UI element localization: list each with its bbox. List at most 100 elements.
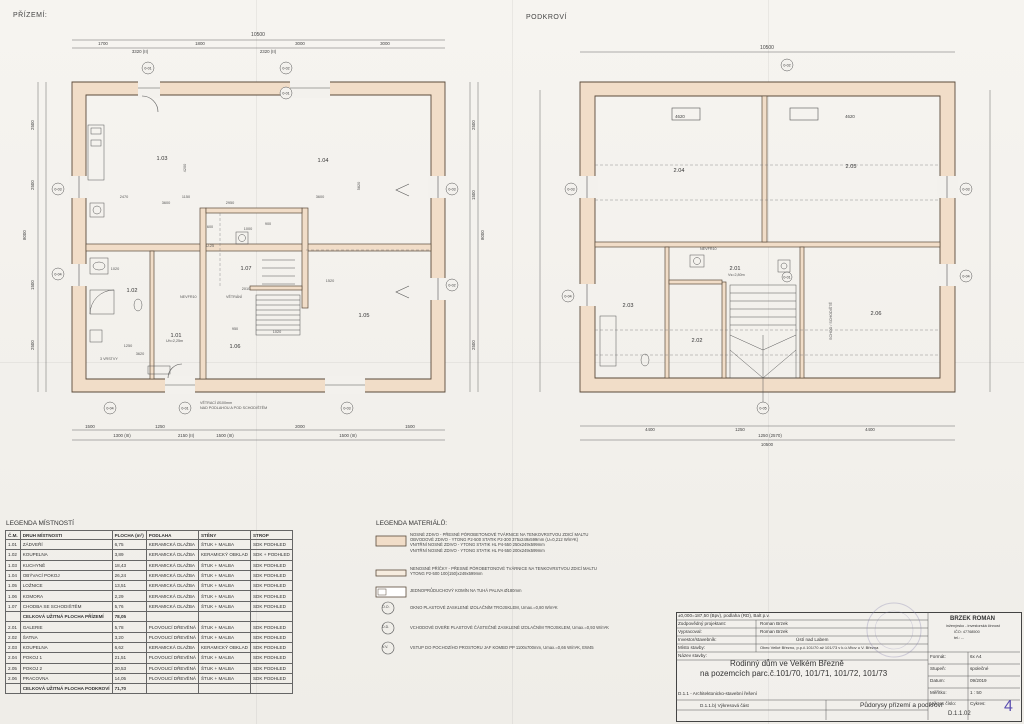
- ground-dimension-lines: [37, 39, 479, 441]
- material-item: JEDNOPRŮDUCHOVÝ KOMÍN NA TUHÁ PALIVA Ø18…: [410, 588, 522, 593]
- ground-dim-bottom: 1500 (III): [339, 433, 357, 438]
- inner-dim: 3620: [136, 352, 144, 356]
- room-label: 2.03: [623, 303, 634, 309]
- sheet-number: 4: [1004, 698, 1013, 715]
- room-cell: CELKOVÁ UŽITNÁ PLOCHA PŘÍZEMÍ: [19, 611, 113, 623]
- ground-dim-bottom: 2150 (II): [178, 433, 195, 438]
- plan-note: Vs=2,80m: [728, 273, 745, 277]
- ground-fixtures: [87, 124, 249, 375]
- room-cell: 2.04: [5, 652, 21, 664]
- room-cell: ŠTUK + MALBA: [197, 672, 251, 685]
- room-cell: ŠTUK + MALBA: [197, 590, 251, 602]
- inner-dim: 1250: [124, 344, 132, 348]
- room-cell: SDK PODHLED: [249, 631, 293, 643]
- plan-note: SCHOD / SCHODIŠTĚ: [828, 302, 833, 340]
- room-cell: ŠTUK + MALBA: [197, 662, 251, 674]
- tb-label: Zodpovědný projektant:: [678, 621, 727, 626]
- inner-dim: 2010: [242, 287, 250, 291]
- material-item: NOSNÉ ZDIVO - PŘESNÉ PÓROBETONOVÉ TVÁRNI…: [410, 532, 589, 553]
- section-marker: 0-04: [564, 295, 571, 299]
- tb-place: Ústí nad Labem: [796, 637, 829, 642]
- scale-value: 1 : 50: [970, 690, 982, 695]
- material-marker: V.V.: [382, 645, 389, 649]
- col-header: STĚNY: [197, 530, 251, 540]
- room-cell: KUCHYNĚ: [19, 559, 113, 571]
- col-header: STROP: [249, 530, 293, 540]
- ground-dim-left: 2500: [30, 340, 35, 350]
- room-cell: 26,24: [111, 569, 147, 582]
- elevation-note: ±0,000=187,50 (Bpv), podlaha (RD), Balt …: [678, 613, 770, 618]
- date-value: 09/2019: [970, 678, 987, 683]
- attic-dimension-lines: [539, 51, 991, 441]
- room-label: 2.01: [730, 266, 741, 272]
- ground-interior-walls: [85, 207, 432, 380]
- attic-dim-bottom: 1250: [735, 427, 745, 432]
- room-cell: OBÝVACÍ POKOJ: [19, 569, 113, 582]
- ground-dim-bottom: 1500: [85, 424, 95, 429]
- section-marker: 0-02: [783, 64, 790, 68]
- room-cell: ŠTUK + MALBA: [197, 580, 251, 592]
- room-cell: 6,75: [111, 538, 147, 551]
- tb-label: Investor/stavebník:: [678, 637, 717, 642]
- material-marker: O.O.: [382, 605, 390, 609]
- room-cell: PLOVOUCÍ DŘEVĚNÁ: [145, 652, 199, 664]
- room-cell: ŠTUK + MALBA: [197, 559, 251, 571]
- number-label: Výkres číslo:: [930, 701, 957, 706]
- room-cell: SDK + PODHLED: [249, 549, 293, 561]
- company-name: BRZEK ROMAN: [950, 616, 995, 622]
- ground-dim-bottom: 1250: [155, 424, 165, 429]
- room-label: 1.04: [318, 158, 329, 164]
- room-cell: 2.02: [5, 631, 21, 643]
- ground-dim-bottom: 2000: [295, 424, 305, 429]
- room-cell: KERAMICKÁ DLAŽBA: [145, 538, 199, 551]
- attic-dim-bottom: 1250 (2570): [758, 433, 782, 438]
- room-cell: 21,51: [111, 652, 147, 664]
- room-cell: 14,05: [111, 672, 147, 685]
- room-cell: 5,76: [111, 600, 147, 613]
- attic-section-markers: [561, 58, 973, 415]
- ground-dim-right: 8000: [480, 230, 485, 240]
- room-cell: 1.03: [5, 559, 21, 571]
- room-label: 2.05: [846, 164, 857, 170]
- room-cell: KERAMICKÁ DLAŽBA: [145, 580, 199, 592]
- inner-dim: 2470: [120, 195, 128, 199]
- col-header: Č.M.: [5, 530, 21, 540]
- copies-label: Cykres:: [970, 701, 986, 706]
- room-cell: [145, 683, 199, 695]
- ground-overall-width: 10500: [251, 32, 265, 38]
- ground-dim-top: 2320 (II): [260, 49, 277, 54]
- room-cell: [5, 683, 21, 695]
- room-cell: 1.07: [5, 600, 21, 613]
- ground-section-markers: [51, 61, 459, 415]
- ground-floor-title: PŘÍZEMÍ:: [13, 12, 48, 19]
- scale-label: Měřítko:: [930, 690, 947, 695]
- attic-fixtures: [599, 254, 791, 367]
- attic-floor-title: PODKROVÍ: [526, 14, 567, 21]
- room-cell: POKOJ 1: [19, 652, 113, 664]
- room-cell: [197, 683, 251, 695]
- ground-dim-left: 2500: [30, 180, 35, 190]
- stage-value: společné: [970, 666, 989, 671]
- plan-note: Uh=2,25m: [166, 339, 183, 343]
- room-cell: 3,89: [111, 549, 147, 561]
- room-cell: 1.06: [5, 590, 21, 602]
- room-cell: SDK PODHLED: [249, 600, 293, 613]
- room-cell: ŠTUK + MALBA: [197, 652, 251, 664]
- ground-dim-right: 2500: [471, 340, 476, 350]
- room-cell: 1.01: [5, 538, 21, 551]
- room-label: 2.06: [871, 311, 882, 317]
- room-cell: 2.05: [5, 662, 21, 674]
- room-cell: SDK PODHLED: [249, 672, 293, 685]
- section-marker: 0-03: [54, 188, 61, 192]
- inner-dim: 5820: [357, 182, 361, 190]
- section-marker: 0-04: [106, 407, 113, 411]
- room-cell: GALERIE: [19, 621, 113, 633]
- stamp-seal: [866, 602, 922, 658]
- attic-dim-bottom: 10500: [761, 442, 774, 447]
- room-label: 1.02: [127, 288, 138, 294]
